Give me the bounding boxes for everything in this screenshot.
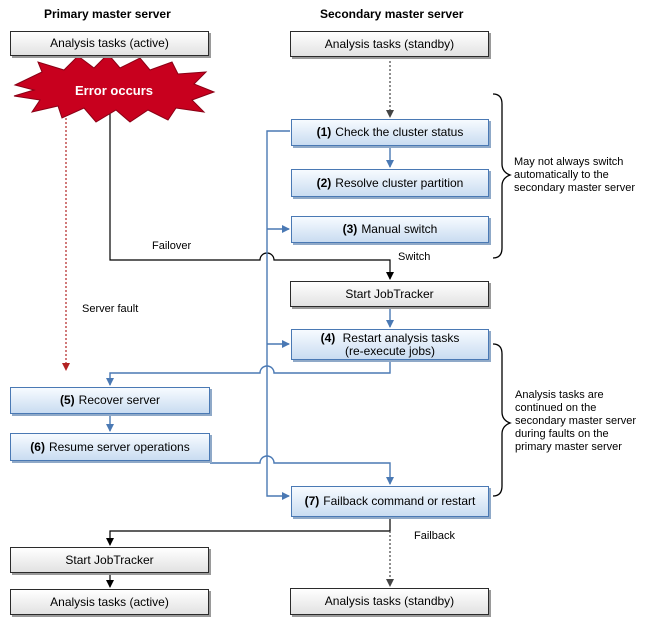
step-number: (1) <box>316 125 332 139</box>
secondary-start-jobtracker: Start JobTracker <box>290 281 489 307</box>
note-line: during faults on the <box>515 428 609 440</box>
resume-server-step: (6) Resume server operations <box>10 433 210 461</box>
server-fault-label: Server fault <box>82 303 139 315</box>
primary-column-title: Primary master server <box>44 7 171 21</box>
resolve-partition-step: (2) Resolve cluster partition <box>291 169 489 197</box>
step-number: (7) <box>304 494 320 508</box>
step-text: Recover server <box>78 393 161 407</box>
step-text: Manual switch <box>361 222 438 236</box>
recover-server-step: (5) Recover server <box>10 387 210 414</box>
primary-analysis-active-bottom: Analysis tasks (active) <box>10 589 209 615</box>
note-line: secondary master server <box>514 182 636 194</box>
step-text: Check the cluster status <box>335 125 464 139</box>
switch-note: May not always switch automatically to t… <box>514 156 635 195</box>
switch-note-bracket <box>492 93 512 259</box>
error-burst-shape <box>13 53 216 123</box>
switch-label: Switch <box>398 251 431 263</box>
blue-branch-line <box>266 130 290 500</box>
secondary-analysis-standby-top: Analysis tasks (standby) <box>290 31 489 57</box>
primary-start-jobtracker: Start JobTracker <box>10 547 209 573</box>
failback-line <box>106 518 391 546</box>
failback-label: Failback <box>414 530 455 542</box>
step-text: Resume server operations <box>48 439 190 454</box>
manual-switch-step: (3) Manual switch <box>291 216 489 243</box>
restart-analysis-step: (4) Restart analysis tasks (re-execute j… <box>291 329 489 360</box>
step-text: Failback command or restart <box>323 494 476 508</box>
note-line: automatically to the <box>514 169 609 181</box>
failover-label: Failover <box>152 240 192 252</box>
step-number: (2) <box>316 175 332 190</box>
failback-command-step: (7) Failback command or restart <box>291 486 489 517</box>
step-number: (6) <box>30 439 45 454</box>
continue-note: Analysis tasks are continued on the seco… <box>515 389 636 454</box>
step-number: (3) <box>342 222 358 236</box>
step-text: Resolve cluster partition <box>335 175 464 190</box>
step-number: (5) <box>59 393 75 407</box>
error-occurs-label: Error occurs <box>75 83 154 98</box>
resume-to-failback-line <box>210 455 394 485</box>
secondary-column-title: Secondary master server <box>320 7 464 21</box>
note-line: May not always switch <box>514 156 624 168</box>
note-line: secondary master server <box>515 415 637 427</box>
check-cluster-status-step: (1) Check the cluster status <box>291 119 489 146</box>
restart-to-recover-line <box>106 360 391 386</box>
note-line: Analysis tasks are <box>515 389 604 401</box>
note-line: continued on the <box>515 402 597 414</box>
step-text-line2: (re-execute jobs) <box>344 343 436 358</box>
primary-analysis-active-top: Analysis tasks (active) <box>10 31 209 56</box>
secondary-analysis-standby-bottom: Analysis tasks (standby) <box>290 588 489 615</box>
step-text: Restart analysis tasks <box>342 330 460 345</box>
note-line: primary master server <box>515 441 622 453</box>
step-number: (4) <box>320 330 336 345</box>
continue-note-bracket <box>492 343 512 497</box>
